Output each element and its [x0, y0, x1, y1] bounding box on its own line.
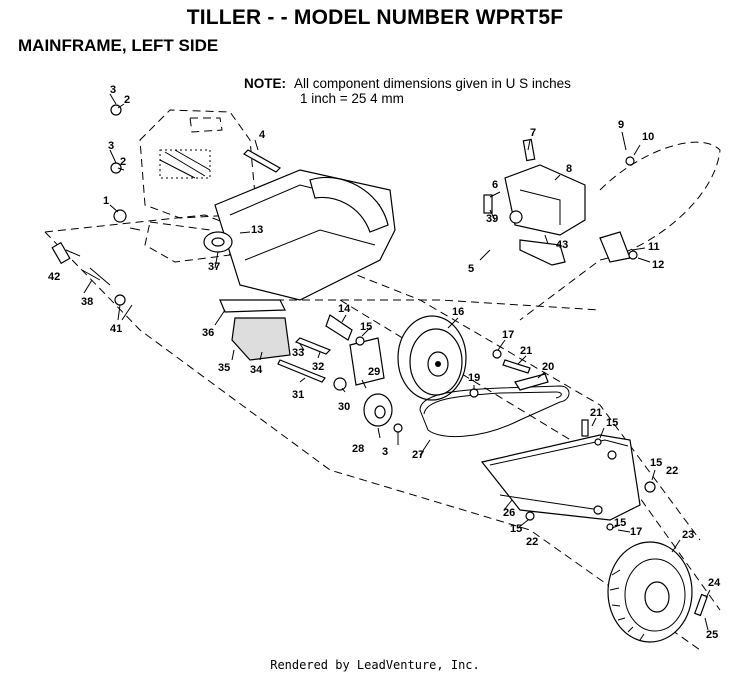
callout-43: 43: [556, 239, 568, 251]
bracket-36: [219, 299, 286, 313]
callout-37: 37: [208, 261, 220, 273]
guard-34: [231, 317, 291, 361]
note-line-2: 1 inch = 25 4 mm: [300, 91, 404, 106]
callout-21: 21: [590, 407, 602, 419]
engine-outline: [139, 109, 256, 263]
callout-13: 13: [251, 224, 263, 236]
belt-cover-26: [480, 434, 641, 521]
callout-3: 3: [382, 446, 388, 458]
callout-6: 6: [492, 179, 498, 191]
callout-15: 15: [650, 457, 662, 469]
callout-10: 10: [642, 131, 654, 143]
callout-20: 20: [542, 361, 554, 373]
mainframe-body: [203, 169, 396, 301]
callout-31: 31: [292, 389, 304, 401]
note-line-1: All component dimensions given in U S in…: [294, 76, 571, 91]
callout-15: 15: [606, 417, 618, 429]
pulley-16: [397, 315, 467, 401]
callout-28: 28: [352, 443, 364, 455]
callout-33: 33: [292, 347, 304, 359]
hardware: [51, 104, 709, 617]
tine-shield-outline: [519, 141, 721, 321]
callout-22: 22: [526, 536, 538, 548]
callout-14: 14: [338, 303, 351, 315]
callout-15: 15: [614, 517, 626, 529]
callout-3: 3: [108, 140, 114, 152]
section-subtitle: MAINFRAME, LEFT SIDE: [18, 36, 219, 55]
note-label: NOTE:: [244, 76, 286, 91]
callout-42: 42: [48, 271, 60, 283]
callout-27: 27: [412, 449, 424, 461]
callout-2: 2: [120, 156, 126, 168]
callout-21: 21: [520, 345, 532, 357]
callout-labels: 3 2 3 2 1 4 13 42 38 41 37 36 35 34 33 3…: [48, 84, 721, 641]
leader-lines: [65, 93, 711, 631]
callout-17: 17: [630, 526, 642, 538]
callout-30: 30: [338, 401, 350, 413]
callout-16: 16: [452, 306, 464, 318]
callout-8: 8: [566, 163, 572, 175]
callout-5: 5: [468, 263, 474, 275]
callout-9: 9: [618, 119, 624, 131]
pulley-28: [363, 393, 393, 427]
callout-15: 15: [360, 321, 372, 333]
callout-23: 23: [682, 529, 694, 541]
page-title: TILLER - - MODEL NUMBER WPRT5F: [186, 6, 564, 29]
callout-32: 32: [312, 361, 324, 373]
callout-3: 3: [110, 84, 116, 96]
callout-17: 17: [502, 329, 514, 341]
plate-29: [349, 337, 385, 386]
callout-12: 12: [652, 259, 664, 271]
callout-26: 26: [503, 507, 515, 519]
footer-credit: Rendered by LeadVenture, Inc.: [270, 658, 480, 672]
belt-27: [419, 385, 570, 437]
callout-25: 25: [706, 629, 718, 641]
callout-29: 29: [368, 366, 380, 378]
callout-34: 34: [250, 364, 263, 376]
bracket-assembly-8: [504, 164, 586, 266]
callout-2: 2: [124, 94, 130, 106]
callout-38: 38: [81, 296, 93, 308]
wheel-23: [607, 541, 693, 643]
callout-36: 36: [202, 327, 214, 339]
callout-19: 19: [468, 372, 480, 384]
callout-35: 35: [218, 362, 230, 374]
bracket-11: [599, 231, 631, 263]
callout-15: 15: [510, 523, 522, 535]
callout-39: 39: [486, 213, 498, 225]
callout-11: 11: [648, 241, 660, 253]
callout-1: 1: [103, 195, 109, 207]
spacer-14: [325, 314, 353, 341]
callout-24: 24: [708, 577, 721, 589]
dimension-note: NOTE: All component dimensions given in U…: [244, 76, 571, 106]
callout-7: 7: [530, 127, 536, 139]
callout-22: 22: [666, 465, 678, 477]
callout-4: 4: [259, 129, 266, 141]
callout-41: 41: [110, 323, 122, 335]
